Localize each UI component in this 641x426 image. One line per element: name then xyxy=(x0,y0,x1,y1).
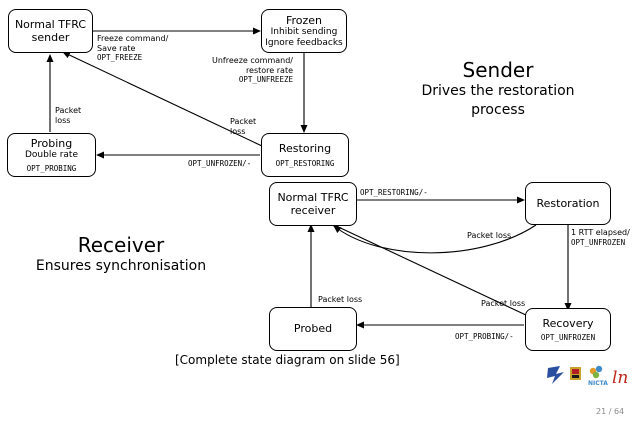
label-restoration-loss-text: Packet loss xyxy=(467,231,512,240)
state-normal-receiver-line2: receiver xyxy=(290,204,336,217)
label-freeze-code: OPT_FREEZE xyxy=(97,53,143,63)
sender-subtitle-line2: process xyxy=(471,101,525,118)
footnote: [Complete state diagram on slide 56] xyxy=(175,353,400,367)
receiver-title: Receiver xyxy=(77,233,165,257)
label-restoring-to-restoration-code: OPT_RESTORING/- xyxy=(360,188,428,197)
partner-logos: NICTA ln xyxy=(546,363,638,388)
label-restoring-loss: Packet loss xyxy=(230,117,256,136)
state-restoration-name: Restoration xyxy=(536,196,600,210)
label-freeze-line2: Save rate xyxy=(97,43,136,53)
state-probed: Probed xyxy=(269,307,357,351)
state-probing: Probing Double rate OPT_PROBING xyxy=(7,133,96,177)
sender-panel: Sender Drives the restoration process xyxy=(398,58,598,120)
label-unfreeze-code: OPT_UNFREEZE xyxy=(238,75,293,85)
label-restoration-loss: Packet loss xyxy=(467,231,511,241)
state-frozen: Frozen Inhibit sending Ignore feedbacks xyxy=(261,9,347,53)
inria-logo-text: ln xyxy=(612,368,628,387)
label-freeze-line1: Freeze command/ xyxy=(97,34,169,43)
label-restoring-to-restoration: OPT_RESTORING/- xyxy=(360,188,428,198)
mines-logo xyxy=(547,366,564,384)
label-probing-loss: Packet loss xyxy=(55,106,81,125)
label-recovery-loss-text: Packet loss xyxy=(481,299,526,308)
label-recovery-loss: Packet loss xyxy=(481,299,525,309)
logo-strip: NICTA ln xyxy=(547,365,628,388)
state-restoring: Restoring OPT_RESTORING xyxy=(261,133,349,177)
state-frozen-name: Frozen xyxy=(285,13,323,27)
label-unfreeze-line1: Unfreeze command/ xyxy=(212,56,293,65)
label-probing-loss-line2: loss xyxy=(55,115,71,125)
unsw-crest-logo xyxy=(570,367,581,380)
state-normal-sender-line1: Normal TFRC xyxy=(14,17,87,31)
label-probing-to-probed: OPT_PROBING/- xyxy=(455,332,514,342)
state-normal-tfrc-receiver: Normal TFRC receiver xyxy=(269,182,357,226)
label-freeze: Freeze command/ Save rate OPT_FREEZE xyxy=(97,34,168,62)
label-restoring-loss-line2: loss xyxy=(230,126,246,136)
label-probed-loss: Packet loss xyxy=(318,295,362,305)
receiver-panel: Receiver Ensures synchronisation xyxy=(16,233,226,276)
page-number: 21 / 64 xyxy=(596,407,625,416)
arrow-recovery-to-normal xyxy=(331,223,529,317)
label-rtt-elapsed-code: OPT_UNFROZEN xyxy=(571,237,626,247)
state-probing-name: Probing xyxy=(30,137,73,150)
state-probing-code: OPT_PROBING xyxy=(26,163,77,173)
nicta-logo-text: NICTA xyxy=(588,380,608,387)
label-unfreeze: Unfreeze command/ restore rate OPT_UNFRE… xyxy=(212,56,293,84)
sender-subtitle-line1: Drives the restoration xyxy=(421,83,575,99)
arrow-restoring-to-normal xyxy=(62,51,263,147)
state-restoring-name: Restoring xyxy=(278,142,332,156)
state-frozen-sub2: Ignore feedbacks xyxy=(265,37,343,48)
state-probing-sub: Double rate xyxy=(24,150,79,161)
state-probed-name: Probed xyxy=(293,322,333,336)
label-rtt-elapsed-text: 1 RTT elapsed/ xyxy=(571,228,630,237)
label-rtt-elapsed: 1 RTT elapsed/ OPT_UNFROZEN xyxy=(571,228,630,247)
state-recovery-name: Recovery xyxy=(542,316,594,330)
label-unfrozen-to-probing-code: OPT_UNFROZEN/- xyxy=(188,159,252,168)
state-restoration: Restoration xyxy=(525,182,611,225)
label-probing-loss-line1: Packet xyxy=(55,106,82,115)
state-restoring-code: OPT_RESTORING xyxy=(275,158,335,168)
state-normal-sender-line2: sender xyxy=(31,31,70,44)
state-frozen-sub1: Inhibit sending xyxy=(270,26,338,37)
label-unfrozen-to-probing: OPT_UNFROZEN/- xyxy=(188,159,251,169)
label-probed-loss-text: Packet loss xyxy=(318,295,363,304)
arrow-restoration-to-normal xyxy=(333,224,537,254)
label-restoring-loss-line1: Packet xyxy=(230,117,257,126)
sender-title: Sender xyxy=(462,58,534,82)
inria-logo: ln xyxy=(612,368,628,388)
state-normal-receiver-line1: Normal TFRC xyxy=(277,190,349,204)
state-recovery: Recovery OPT_UNFROZEN xyxy=(525,308,611,351)
state-normal-tfrc-sender: Normal TFRC sender xyxy=(8,9,93,53)
nicta-logo: NICTA xyxy=(588,365,608,387)
label-probing-to-probed-code: OPT_PROBING/- xyxy=(455,332,514,341)
label-unfreeze-line2: restore rate xyxy=(245,65,293,75)
receiver-subtitle: Ensures synchronisation xyxy=(35,258,207,274)
state-recovery-code: OPT_UNFROZEN xyxy=(540,333,596,343)
